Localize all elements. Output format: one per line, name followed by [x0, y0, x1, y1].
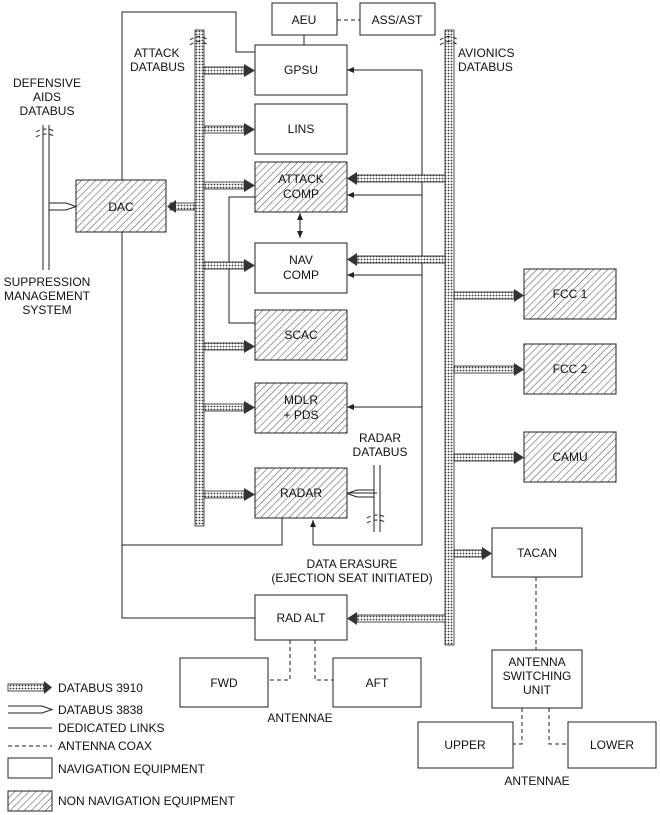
- radar-databus-label-line2: DATABUS: [353, 445, 408, 459]
- upper-label: UPPER: [444, 738, 486, 752]
- defensive-aids-label-line2: AIDS: [33, 90, 61, 104]
- asu-label-line1: ANTENNA: [508, 655, 565, 669]
- radar-label: RADAR: [280, 486, 322, 500]
- nav-comp-box: NAV COMP: [254, 242, 348, 294]
- data-erasure-label-line2: (EJECTION SEAT INITIATED): [271, 571, 432, 585]
- ass-ast-box: ASS/AST: [359, 2, 436, 36]
- avionics-databus-label-line1: AVIONICS: [458, 46, 514, 60]
- aft-box: AFT: [332, 657, 422, 708]
- tacan-label: TACAN: [517, 546, 557, 560]
- fcc1-label: FCC 1: [553, 287, 588, 301]
- data-erasure-label-line1: DATA ERASURE: [307, 557, 398, 571]
- legend-databus-3838-label: DATABUS 3838: [58, 703, 143, 717]
- asu-label-line3: UNIT: [523, 683, 552, 697]
- legend-navigation-equipment: NAVIGATION EQUIPMENT: [7, 757, 206, 779]
- fwd-label: FWD: [210, 676, 238, 690]
- scac-label: SCAC: [284, 328, 318, 342]
- attack-databus-label-line2: DATABUS: [130, 60, 185, 74]
- radar-box: RADAR: [254, 467, 348, 519]
- rad-alt-box: RAD ALT: [254, 594, 348, 641]
- dac-label: DAC: [108, 200, 134, 214]
- fcc2-label: FCC 2: [553, 362, 588, 376]
- suppression-label-line1: SUPPRESSION: [4, 275, 91, 289]
- attack-comp-label-line1: ATTACK: [278, 172, 324, 186]
- antennae-label-front: ANTENNAE: [267, 711, 332, 725]
- defensive-aids-databus: [35, 125, 78, 270]
- camu-label: CAMU: [552, 450, 587, 464]
- dedicated-links: [121, 11, 423, 619]
- antennae-label-tacan: ANTENNAE: [504, 774, 569, 788]
- legend-databus-3910-label: DATABUS 3910: [58, 681, 143, 695]
- defensive-aids-label-line3: DATABUS: [20, 104, 75, 118]
- fcc2-box: FCC 2: [523, 343, 617, 395]
- legend-dedicated-links-label: DEDICATED LINKS: [58, 721, 164, 735]
- antenna-switching-unit-box: ANTENNA SWITCHING UNIT: [491, 649, 583, 709]
- asu-label-line2: SWITCHING: [503, 669, 572, 683]
- mdlr-label-line2: + PDS: [283, 408, 318, 422]
- aeu-box: AEU: [271, 2, 338, 36]
- scac-box: SCAC: [254, 309, 348, 361]
- rad-alt-label: RAD ALT: [276, 611, 326, 625]
- attack-databus: [167, 29, 255, 527]
- avionics-databus: [347, 29, 524, 646]
- legend: DATABUS 3910 DATABUS 3838 DEDICATED LINK…: [7, 681, 236, 812]
- suppression-label-line3: SYSTEM: [22, 303, 71, 317]
- attack-comp-box: ATTACK COMP: [254, 161, 348, 213]
- antenna-coax: [268, 19, 568, 745]
- radar-databus: [345, 465, 388, 532]
- lins-label: LINS: [288, 122, 315, 136]
- nav-comp-label-line1: NAV: [289, 253, 313, 267]
- radar-databus-label-line1: RADAR: [359, 431, 401, 445]
- legend-antenna-coax: ANTENNA COAX: [8, 739, 152, 753]
- nav-comp-label-line2: COMP: [283, 268, 319, 282]
- lower-label: LOWER: [590, 738, 634, 752]
- aeu-label: AEU: [292, 13, 317, 27]
- ass-ast-label: ASS/AST: [372, 13, 423, 27]
- attack-comp-label-line2: COMP: [283, 187, 319, 201]
- gpsu-box: GPSU: [254, 44, 348, 96]
- legend-antenna-coax-label: ANTENNA COAX: [58, 739, 152, 753]
- legend-non-navigation-equipment: NON NAVIGATION EQUIPMENT: [7, 790, 236, 812]
- gpsu-label: GPSU: [284, 63, 318, 77]
- aft-label: AFT: [366, 676, 389, 690]
- legend-dedicated-links: DEDICATED LINKS: [8, 721, 164, 735]
- defensive-aids-label-line1: DEFENSIVE: [13, 76, 81, 90]
- legend-databus-3910: DATABUS 3910: [7, 681, 143, 695]
- legend-navigation-equipment-label: NAVIGATION EQUIPMENT: [58, 762, 206, 776]
- lins-box: LINS: [254, 103, 348, 155]
- upper-box: UPPER: [417, 721, 514, 769]
- legend-non-navigation-equipment-label: NON NAVIGATION EQUIPMENT: [58, 794, 236, 808]
- fwd-box: FWD: [179, 657, 269, 708]
- dac-box: DAC: [75, 179, 167, 233]
- legend-databus-3838: DATABUS 3838: [8, 703, 143, 717]
- mdlr-box: MDLR + PDS: [254, 382, 348, 434]
- suppression-label-line2: MANAGEMENT: [4, 289, 91, 303]
- camu-box: CAMU: [523, 431, 617, 483]
- attack-databus-label-line1: ATTACK: [134, 46, 180, 60]
- tacan-box: TACAN: [491, 527, 583, 578]
- fcc1-box: FCC 1: [523, 268, 617, 320]
- avionics-databus-label-line2: DATABUS: [458, 60, 513, 74]
- lower-box: LOWER: [567, 721, 657, 769]
- mdlr-label-line1: MDLR: [284, 393, 318, 407]
